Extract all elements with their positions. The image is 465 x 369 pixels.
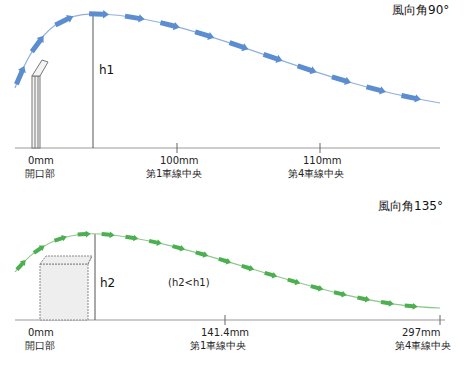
flow-arrow xyxy=(194,28,216,42)
tick xyxy=(177,143,178,153)
flow-arrows xyxy=(14,230,418,310)
tick xyxy=(225,315,226,325)
flow-arrow xyxy=(357,294,371,303)
label-text: 0mm xyxy=(28,155,54,167)
label-text: 297mm xyxy=(402,327,441,339)
flow-arrow xyxy=(125,233,139,242)
flow-arrow xyxy=(401,91,422,103)
flow-arrow xyxy=(333,289,347,299)
label-text: 第4車線中央 xyxy=(395,340,451,352)
label-text: 0mm xyxy=(28,327,54,339)
flow-arrow xyxy=(296,62,318,76)
label-text: 第1車線中央 xyxy=(190,340,246,352)
flow-arrow xyxy=(287,276,301,286)
height-line xyxy=(95,234,96,320)
label-text: 110mm xyxy=(303,155,342,167)
tick xyxy=(320,143,321,153)
axis-line xyxy=(15,148,440,149)
label-text: 第1車線中央 xyxy=(146,168,202,180)
fence xyxy=(32,60,48,148)
flow-arrow xyxy=(77,230,90,238)
flow-arrow xyxy=(218,256,232,266)
building xyxy=(40,256,92,320)
flow-arrow xyxy=(365,83,386,96)
flow-arrow xyxy=(228,39,250,53)
label-text: 141.4mm xyxy=(201,327,249,339)
flow-arrow xyxy=(310,283,324,293)
height-line xyxy=(93,16,94,148)
flow-arrow xyxy=(32,243,47,256)
tick xyxy=(440,315,441,325)
label-text: 100mm xyxy=(160,155,199,167)
label-text: 風向角90° xyxy=(392,4,449,18)
flow-arrow xyxy=(172,243,186,253)
flow-arrow xyxy=(12,64,28,86)
flow-curve xyxy=(15,234,440,308)
label-text: h2 xyxy=(100,277,115,291)
flow-arrow xyxy=(195,249,209,259)
label-text: 風向角135° xyxy=(378,200,443,214)
label-text: 開口部 xyxy=(25,340,55,352)
flow-arrow xyxy=(148,238,162,247)
flow-arrow xyxy=(28,33,47,54)
flow-arrow xyxy=(262,50,284,65)
flow-arrow xyxy=(89,10,109,19)
flow-curve xyxy=(15,14,440,103)
flow-arrow xyxy=(331,73,353,87)
flow-arrow xyxy=(53,233,67,244)
flow-arrow xyxy=(101,231,115,239)
flow-arrows xyxy=(12,10,421,104)
label-text: h1 xyxy=(99,64,114,78)
flow-arrow xyxy=(159,18,180,31)
flow-arrow xyxy=(124,12,145,24)
flow-arrow xyxy=(381,299,395,308)
flow-arrow xyxy=(54,12,76,28)
flow-arrow xyxy=(14,258,28,272)
label-text: (h2<h1) xyxy=(168,277,210,289)
label-text: 開口部 xyxy=(25,168,55,180)
flow-arrow xyxy=(404,302,418,310)
label-text: 第4車線中央 xyxy=(288,168,344,180)
flow-arrow xyxy=(241,263,255,273)
flow-arrow xyxy=(264,270,278,280)
